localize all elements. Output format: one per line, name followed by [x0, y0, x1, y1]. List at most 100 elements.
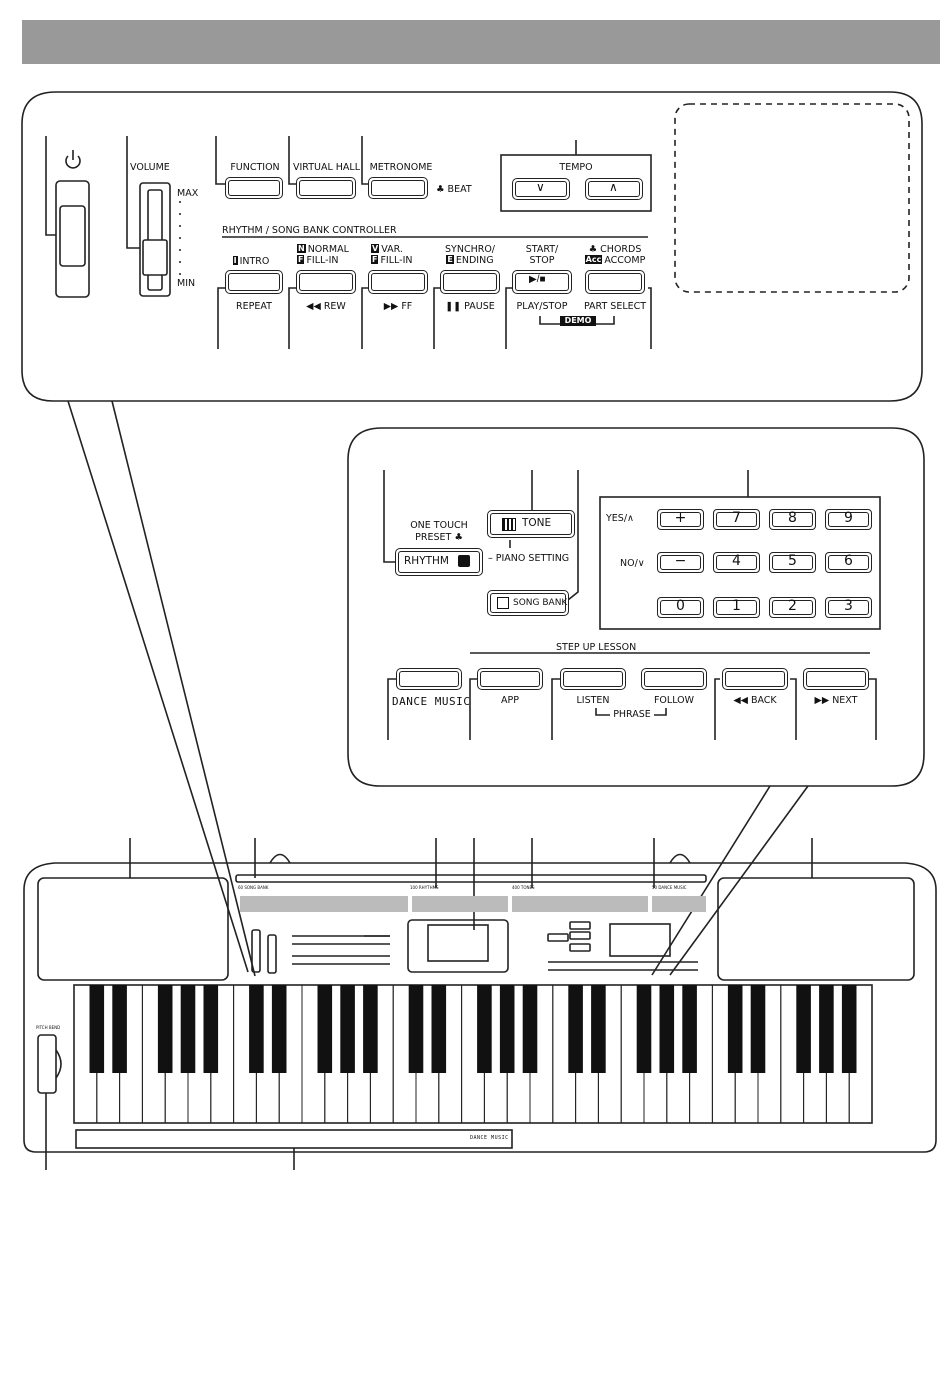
intro-button[interactable]: [225, 270, 283, 294]
piano-setting-label: – PIANO SETTING: [488, 553, 570, 564]
accomp-button[interactable]: [585, 270, 645, 294]
controller-title: RHYTHM / SONG BANK CONTROLLER: [222, 225, 397, 236]
black-key: [157, 985, 173, 1073]
speaker-left: [37, 877, 229, 981]
keypad-9[interactable]: 9: [825, 509, 872, 530]
keypad-1[interactable]: 1: [713, 597, 760, 618]
callout-left: [67, 400, 256, 977]
dance-music-strip-label: DANCE MUSIC: [470, 1135, 509, 1141]
black-key: [89, 985, 105, 1073]
rew-label: ◀◀ REW: [306, 301, 346, 312]
volume-min-label: MIN: [177, 278, 196, 289]
listen-button[interactable]: [560, 668, 626, 690]
dance-music-50-label: 50 DANCE MUSIC: [652, 885, 687, 890]
rhythm-icon: [458, 555, 470, 567]
black-key: [522, 985, 538, 1073]
app-label: APP: [501, 695, 519, 706]
power-switch-outline: [55, 180, 90, 298]
rhythm-button[interactable]: RHYTHM: [395, 548, 483, 576]
lcd-frame: [407, 919, 509, 973]
volume-label: VOLUME: [130, 162, 170, 173]
dashed-box: [674, 103, 910, 293]
black-key: [180, 985, 196, 1073]
virtual-hall-label: VIRTUAL HALL: [293, 162, 361, 173]
dance-music-panel: [652, 896, 706, 912]
black-key: [682, 985, 697, 1073]
beat-label: ♣ BEAT: [436, 184, 472, 195]
keypad-4[interactable]: 4: [713, 552, 760, 573]
keypad-0[interactable]: 0: [657, 597, 704, 618]
keypad-group: [599, 496, 881, 630]
piano-icon: [502, 518, 516, 531]
back-button[interactable]: [722, 668, 788, 690]
synchro-ending-button[interactable]: [440, 270, 500, 294]
keypad-minus[interactable]: −: [657, 552, 704, 573]
keypad-plus[interactable]: +: [657, 509, 704, 530]
function-label: FUNCTION: [230, 162, 280, 173]
play-stop-icon: ▶/■: [529, 274, 546, 285]
speaker-right: [717, 877, 915, 981]
black-key: [636, 985, 652, 1073]
keypad-3[interactable]: 3: [825, 597, 872, 618]
black-key: [271, 985, 287, 1073]
chevron-down-icon: ∨: [536, 180, 545, 194]
callout-right: [651, 785, 809, 976]
keypad-5[interactable]: 5: [769, 552, 816, 573]
fast-forward-icon: ▶▶: [383, 301, 402, 312]
black-key: [591, 985, 606, 1073]
black-key: [363, 985, 378, 1073]
song-bank-icon: [497, 597, 509, 609]
pause-icon: ❚❚: [445, 301, 465, 312]
follow-label: FOLLOW: [653, 695, 695, 706]
keypad-8[interactable]: 8: [769, 509, 816, 530]
keypad-6[interactable]: 6: [825, 552, 872, 573]
keypad-2[interactable]: 2: [769, 597, 816, 618]
volume-slider-knob: [142, 239, 168, 276]
lcd-screen: [427, 924, 489, 962]
black-key: [477, 985, 492, 1073]
start-stop-button[interactable]: ▶/■: [512, 270, 572, 294]
black-key: [841, 985, 857, 1073]
volume-slider-outline: [139, 182, 171, 297]
tempo-label: TEMPO: [559, 162, 593, 173]
phrase-label: PHRASE: [610, 709, 654, 720]
virtual-hall-button[interactable]: [296, 177, 356, 199]
metronome-label: METRONOME: [369, 162, 433, 173]
black-key: [431, 985, 447, 1073]
black-key: [750, 985, 766, 1073]
tones-panel: [512, 896, 648, 912]
follow-button[interactable]: [641, 668, 707, 690]
next-label: ▶▶ NEXT: [814, 695, 858, 706]
preset-label: PRESET ♣: [415, 532, 463, 543]
tone-button[interactable]: TONE: [487, 510, 575, 538]
tempo-down-button[interactable]: ∨: [512, 178, 570, 200]
pause-label: ❚❚ PAUSE: [445, 301, 495, 312]
play-stop-label: PLAY/STOP: [516, 301, 568, 312]
keypad-7[interactable]: 7: [713, 509, 760, 530]
app-button[interactable]: [477, 668, 543, 690]
rhythms-panel: [412, 896, 508, 912]
metronome-button[interactable]: [368, 177, 428, 199]
var-fill-button[interactable]: [368, 270, 428, 294]
black-key: [203, 985, 219, 1073]
black-key: [659, 985, 675, 1073]
normal-fill-button[interactable]: [296, 270, 356, 294]
section-header-bar: [22, 20, 940, 64]
dance-music-button[interactable]: [396, 668, 462, 690]
next-button[interactable]: [803, 668, 869, 690]
repeat-label: REPEAT: [236, 301, 272, 312]
function-button[interactable]: [225, 177, 283, 199]
song-bank-button[interactable]: SONG BANK: [487, 590, 569, 616]
power-icon: [65, 150, 81, 169]
dance-music-strip: [75, 1129, 513, 1149]
yes-label: YES/∧: [606, 513, 634, 524]
tempo-up-button[interactable]: ∧: [585, 178, 643, 200]
black-key: [499, 985, 515, 1073]
pitch-bend-label: PITCH BEND: [36, 1025, 61, 1030]
black-key: [819, 985, 834, 1073]
step-up-lesson-label: STEP UP LESSON: [556, 642, 637, 653]
